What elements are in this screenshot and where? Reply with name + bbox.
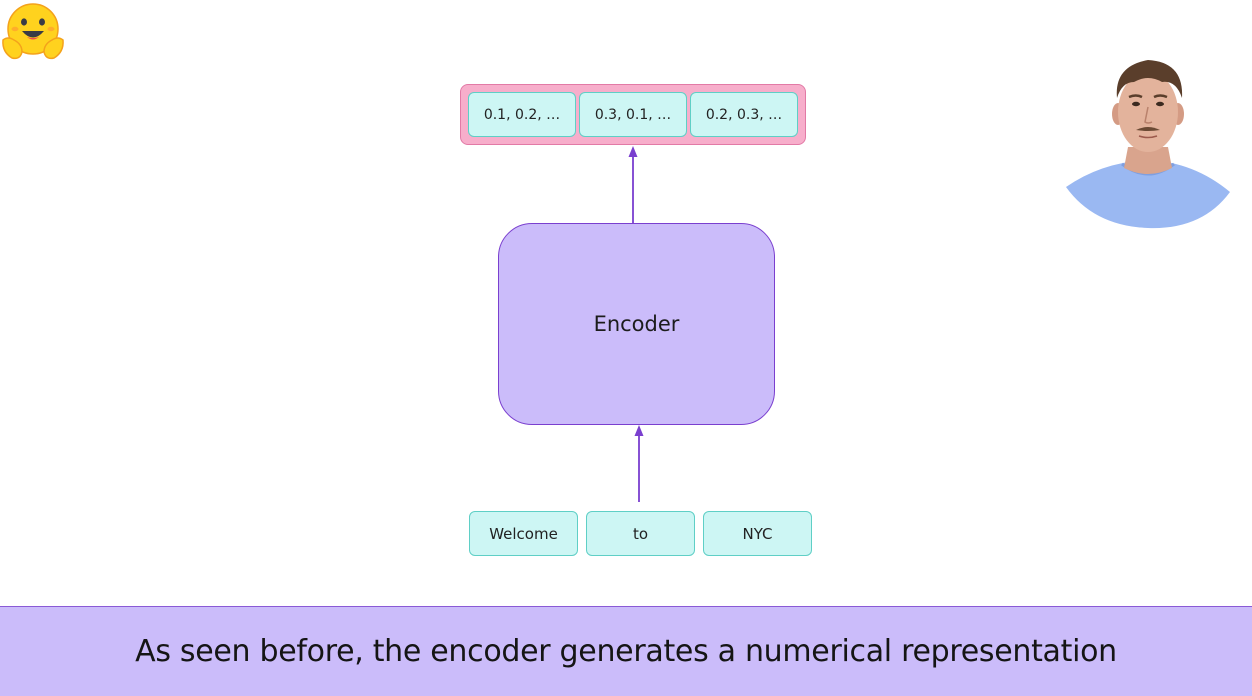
hugging-face-icon (2, 3, 64, 60)
subtitle-bar: As seen before, the encoder generates a … (0, 606, 1252, 696)
presenter-avatar-icon (1066, 60, 1230, 229)
output-vector-2: 0.3, 0.1, … (579, 92, 687, 137)
subtitle-text: As seen before, the encoder generates a … (135, 634, 1117, 669)
arrowhead-output (628, 146, 638, 157)
encoder-label: Encoder (593, 312, 680, 336)
output-vector-1: 0.1, 0.2, … (468, 92, 576, 137)
output-representation: 0.1, 0.2, … 0.3, 0.1, … 0.2, 0.3, … (460, 84, 806, 145)
arrowhead-encoder (634, 425, 644, 436)
input-token-to: to (586, 511, 695, 556)
input-token-welcome: Welcome (469, 511, 578, 556)
input-token-nyc: NYC (703, 511, 812, 556)
output-vector-3: 0.2, 0.3, … (690, 92, 798, 137)
encoder-block: Encoder (498, 223, 775, 425)
